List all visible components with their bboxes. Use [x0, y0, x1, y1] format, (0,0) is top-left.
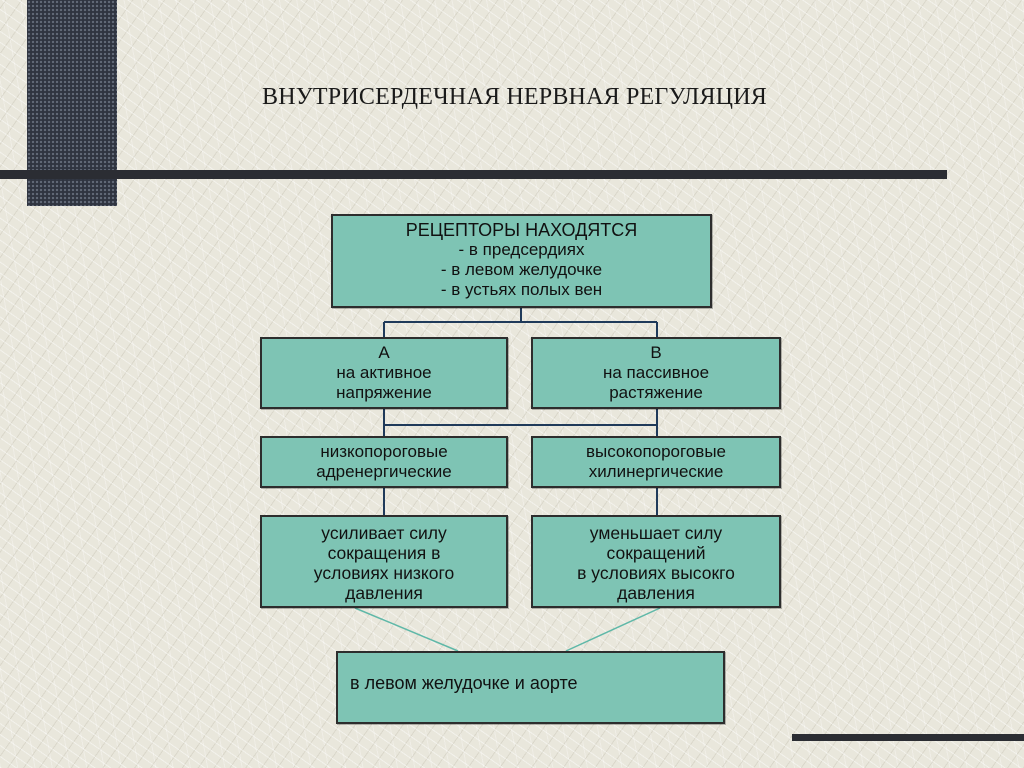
converge-line-left — [354, 607, 459, 652]
decrease-effect-line: давления — [617, 583, 695, 603]
type-a-line: на активное — [336, 363, 432, 382]
decrease-effect-line: в условиях высокго — [577, 563, 735, 583]
converge-line-right — [565, 607, 661, 652]
top-divider — [0, 170, 947, 179]
type-a-box: А на активное напряжение — [260, 337, 508, 409]
type-b-line: растяжение — [609, 383, 703, 402]
increase-effect-line: сокращения в — [327, 543, 441, 563]
low-threshold-line: низкопороговые — [320, 442, 448, 461]
type-b-line: на пассивное — [602, 363, 710, 382]
location-text: в левом желудочке и аорте — [350, 673, 578, 693]
high-threshold-line: хилинергические — [588, 462, 724, 481]
slide-title: ВНУТРИСЕРДЕЧНАЯ НЕРВНАЯ РЕГУЛЯЦИЯ — [262, 84, 767, 110]
receptors-location-box: РЕЦЕПТОРЫ НАХОДЯТСЯ - в предсердиях - в … — [331, 214, 712, 308]
bottom-divider — [792, 734, 1024, 741]
low-threshold-box: низкопороговые адренергические — [260, 436, 508, 488]
decrease-effect-line: уменьшает силу — [589, 523, 723, 543]
decrease-effect-line: сокращений — [606, 543, 706, 563]
increase-effect-box: усиливает силу сокращения в условиях низ… — [260, 515, 508, 608]
increase-effect-line: условиях низкого — [313, 563, 455, 583]
high-threshold-box: высокопороговые хилинергические — [531, 436, 781, 488]
type-b-letter: В — [650, 343, 662, 362]
increase-effect-line: давления — [345, 583, 423, 603]
high-threshold-line: высокопороговые — [585, 442, 727, 461]
receptors-item: - в предсердиях — [458, 240, 585, 259]
type-b-box: В на пассивное растяжение — [531, 337, 781, 409]
receptors-item: - в левом желудочке — [440, 260, 603, 279]
receptors-heading: РЕЦЕПТОРЫ НАХОДЯТСЯ — [405, 220, 638, 240]
low-threshold-line: адренергические — [316, 462, 452, 481]
type-a-letter: А — [378, 343, 390, 362]
location-box: в левом желудочке и аорте — [336, 651, 725, 724]
decrease-effect-box: уменьшает силу сокращений в условиях выс… — [531, 515, 781, 608]
receptors-item: - в устьях полых вен — [440, 280, 603, 299]
increase-effect-line: усиливает силу — [321, 523, 447, 543]
type-a-line: напряжение — [336, 383, 432, 402]
